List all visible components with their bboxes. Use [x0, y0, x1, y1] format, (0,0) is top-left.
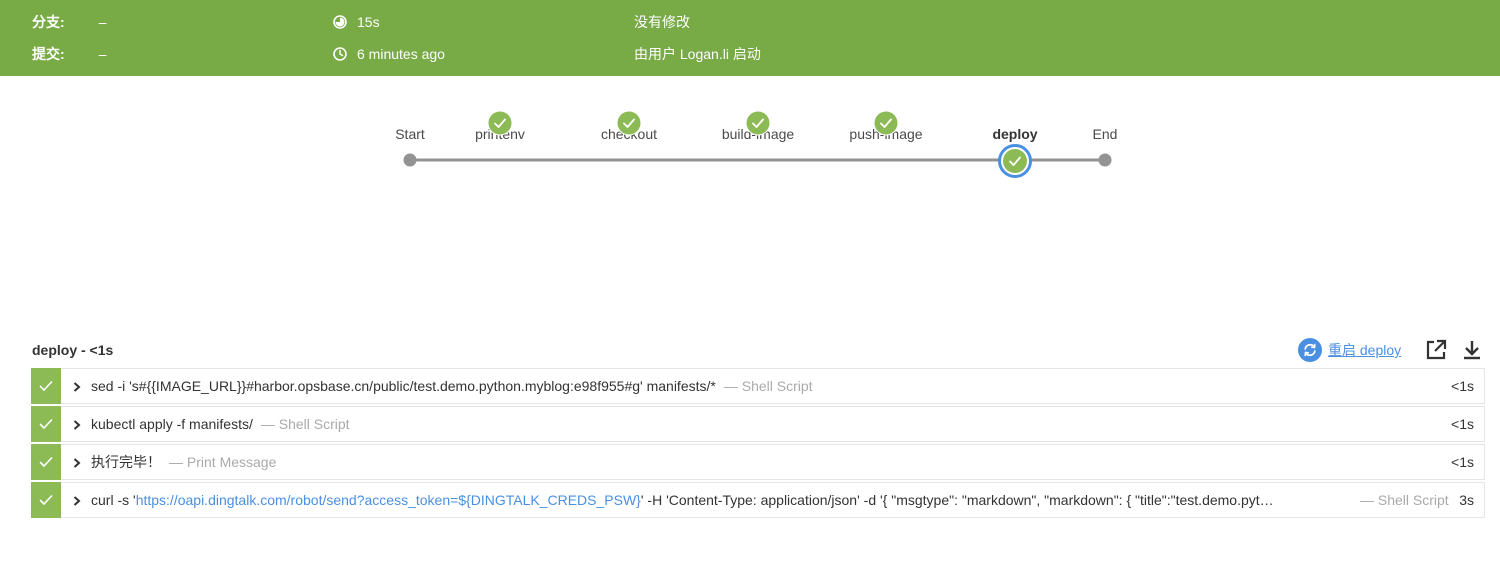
- branch-label: 分支:: [32, 14, 65, 30]
- chevron-right-icon[interactable]: [72, 419, 82, 431]
- step-duration: <1s: [1451, 454, 1474, 470]
- duration-value: 15s: [357, 14, 380, 30]
- commit-label: 提交:: [32, 46, 65, 62]
- open-external-icon[interactable]: [1424, 338, 1448, 362]
- stage-node-deploy[interactable]: [998, 144, 1032, 178]
- restart-stage-button[interactable]: 重启 deploy: [1298, 336, 1401, 364]
- time-info: 6 minutes ago: [333, 44, 445, 64]
- pipeline-graph: Start printenv checkout build-image push…: [0, 110, 1500, 190]
- stage-node-push-image[interactable]: [873, 110, 899, 136]
- step-command-prefix: curl -s ': [91, 492, 136, 508]
- chevron-right-icon[interactable]: [72, 381, 82, 393]
- step-command-suffix: ' -H 'Content-Type: application/json' -d…: [640, 492, 1274, 508]
- step-duration: 3s: [1459, 492, 1474, 508]
- stage-label-deploy: deploy: [992, 126, 1038, 142]
- step-success-icon: [31, 482, 61, 518]
- pipeline-connector-lines: [410, 158, 1105, 162]
- stage-label-end: End: [1092, 126, 1118, 142]
- step-row[interactable]: 执行完毕！ — Print Message <1s: [31, 444, 1485, 480]
- branch-info: 分支: –: [32, 12, 106, 32]
- restart-icon: [1298, 338, 1322, 362]
- branch-value: –: [98, 14, 107, 30]
- step-type: — Shell Script: [1360, 492, 1449, 508]
- step-command-url[interactable]: https://oapi.dingtalk.com/robot/send?acc…: [135, 492, 641, 508]
- commit-value: –: [98, 46, 107, 62]
- stage-node-printenv[interactable]: [487, 110, 513, 136]
- commit-info: 提交: –: [32, 44, 106, 64]
- step-success-icon: [31, 368, 61, 404]
- clock-icon: [333, 47, 347, 61]
- stage-label-start: Start: [395, 126, 425, 142]
- step-list: sed -i 's#{{IMAGE_URL}}#harbor.opsbase.c…: [31, 368, 1485, 520]
- changes-info: 没有修改: [634, 14, 690, 30]
- stage-node-build-image[interactable]: [745, 110, 771, 136]
- step-row[interactable]: kubectl apply -f manifests/ — Shell Scrip…: [31, 406, 1485, 442]
- time-ago-value: 6 minutes ago: [357, 46, 445, 62]
- restart-stage-label: 重启 deploy: [1328, 342, 1402, 358]
- chevron-right-icon[interactable]: [72, 495, 82, 507]
- chevron-right-icon[interactable]: [72, 457, 82, 469]
- step-row[interactable]: sed -i 's#{{IMAGE_URL}}#harbor.opsbase.c…: [31, 368, 1485, 404]
- step-row[interactable]: curl -s 'https://oapi.dingtalk.com/robot…: [31, 482, 1485, 518]
- stage-node-end: [1098, 153, 1112, 167]
- step-type: — Print Message: [169, 454, 277, 470]
- step-panel-title: deploy - <1s: [32, 342, 114, 358]
- step-command: kubectl apply -f manifests/: [91, 416, 253, 432]
- stage-node-start: [403, 153, 417, 167]
- duration-info: 15s: [333, 12, 380, 32]
- step-duration: <1s: [1451, 378, 1474, 394]
- step-type: — Shell Script: [260, 416, 350, 432]
- started-by-info: 由用户 Logan.li 启动: [634, 46, 761, 62]
- step-success-icon: [31, 406, 61, 442]
- duration-icon: [333, 15, 347, 29]
- download-icon[interactable]: [1460, 338, 1484, 362]
- step-success-icon: [31, 444, 61, 480]
- step-command: 执行完毕！: [91, 454, 161, 470]
- step-duration: <1s: [1451, 416, 1474, 432]
- stage-node-checkout[interactable]: [616, 110, 642, 136]
- step-command: sed -i 's#{{IMAGE_URL}}#harbor.opsbase.c…: [91, 378, 716, 394]
- run-summary-header: 分支: – 提交: – 15s 6 minutes ago 没有修改 由用户 L…: [0, 0, 1500, 76]
- step-type: — Shell Script: [723, 378, 813, 394]
